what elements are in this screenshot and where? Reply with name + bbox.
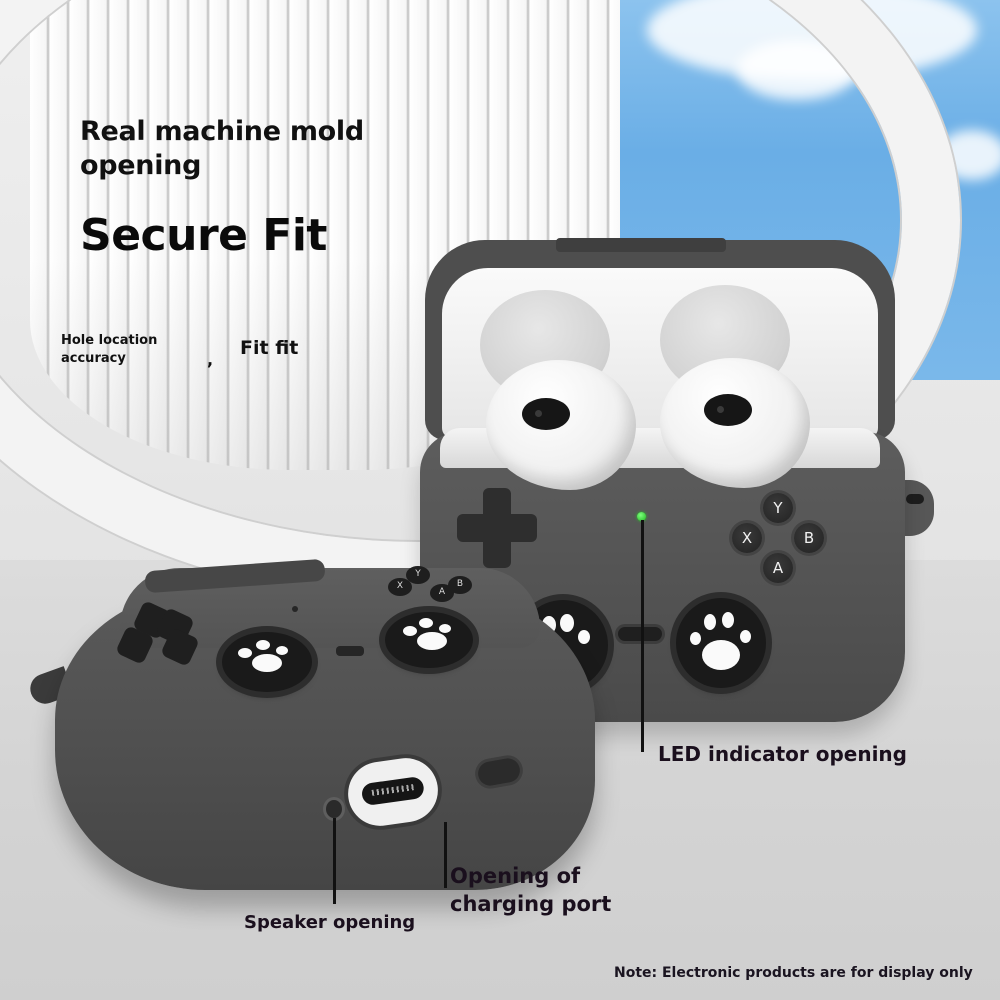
headline-line1: Real machine mold: [80, 116, 364, 147]
callout-line-speaker: [333, 818, 336, 904]
callout-charging-port: Opening of charging port: [450, 864, 612, 916]
led-indicator: [637, 512, 646, 521]
headline-line2: opening: [80, 150, 202, 181]
feature-hole-accuracy: Hole location accuracy: [61, 333, 158, 366]
earbud-right: [660, 358, 810, 488]
earbud-mesh-icon: [704, 394, 752, 426]
paw-thumbstick-front-right: [385, 612, 473, 668]
hook-hole: [906, 494, 924, 504]
earbud-mesh-icon: [522, 398, 570, 430]
mini-button-b: B: [448, 576, 472, 594]
mini-button-y: Y: [406, 566, 430, 584]
face-button-y: Y: [763, 493, 793, 523]
headline-secure-fit: Secure Fit: [80, 210, 327, 261]
feature-separator: ,: [207, 350, 214, 369]
front-dot: [292, 606, 298, 612]
callout-line-charging: [444, 822, 447, 888]
feature-fit: Fit fit: [240, 337, 299, 359]
dpad-icon: [457, 488, 537, 568]
face-button-b: B: [794, 523, 824, 553]
mini-button-x: X: [388, 578, 412, 596]
display-note: Note: Electronic products are for displa…: [614, 965, 973, 981]
callout-speaker: Speaker opening: [244, 912, 416, 933]
face-button-x: X: [732, 523, 762, 553]
paw-thumbstick-right: [676, 598, 766, 688]
lid-latch: [556, 238, 726, 252]
button-slot: [618, 627, 662, 641]
speaker-hole: [326, 800, 342, 818]
usb-c-connector-icon: [360, 775, 426, 807]
callout-led: LED indicator opening: [658, 742, 907, 766]
callout-line-led: [641, 520, 644, 752]
front-slot: [336, 646, 364, 656]
paw-thumbstick-front-left: [222, 632, 312, 692]
face-button-a: A: [763, 553, 793, 583]
headline: Real machine mold opening: [80, 115, 364, 183]
earbud-left: [486, 360, 636, 490]
